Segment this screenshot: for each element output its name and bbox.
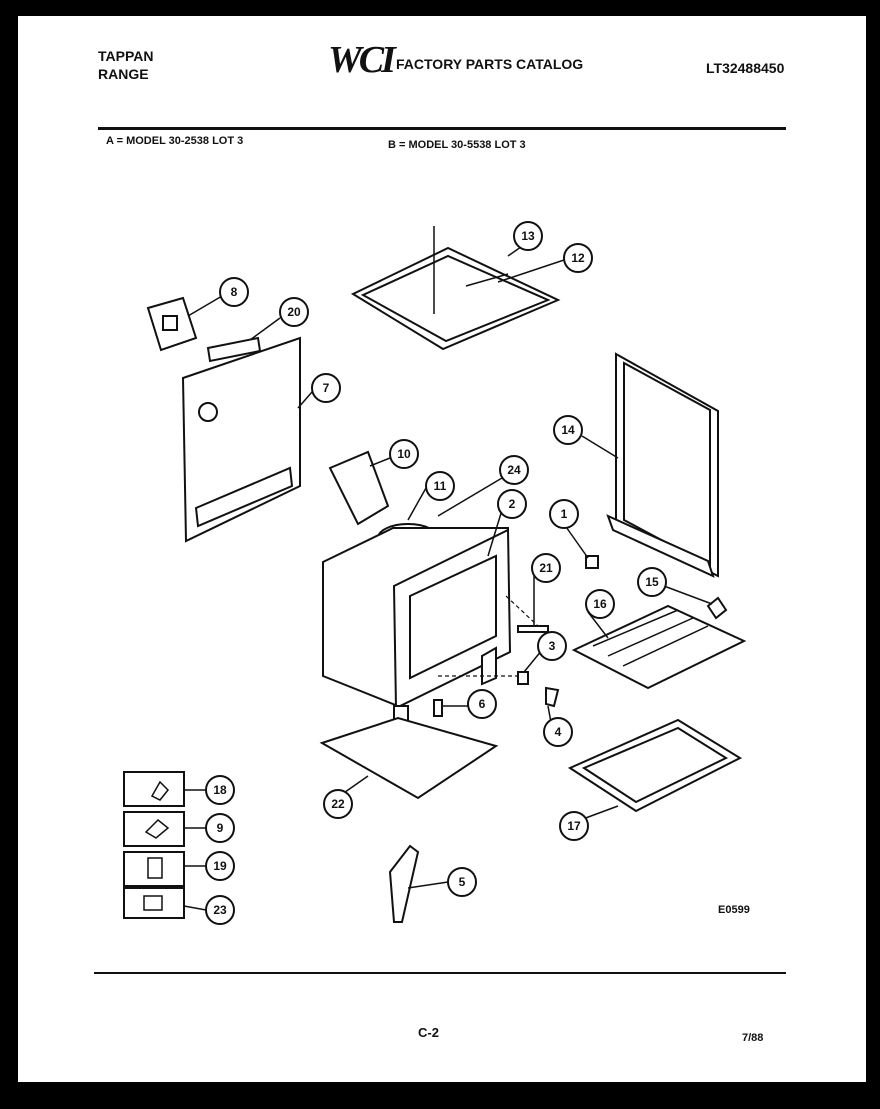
- parts-legend-boxes: [123, 771, 185, 919]
- bottom-panel-part: [319, 716, 499, 800]
- exploded-parts-diagram: 1 2 3 4 5 6 7 8 9 10 11 12 13 14 15 16 1…: [123, 221, 747, 925]
- back-panel-part: [181, 336, 301, 543]
- callout-5: 5: [447, 867, 477, 897]
- svg-text:10: 10: [397, 447, 411, 461]
- svg-text:16: 16: [593, 597, 607, 611]
- hinge-part: [433, 699, 443, 717]
- svg-text:6: 6: [479, 697, 486, 711]
- callout-16: 16: [585, 589, 615, 619]
- callout-3: 3: [537, 631, 567, 661]
- broiler-pan-part: [567, 718, 743, 813]
- header-rule: [98, 127, 786, 130]
- svg-text:7: 7: [323, 381, 330, 395]
- svg-text:2: 2: [509, 497, 516, 511]
- svg-text:15: 15: [645, 575, 659, 589]
- svg-text:14: 14: [561, 423, 575, 437]
- callout-14: 14: [553, 415, 583, 445]
- svg-text:22: 22: [331, 797, 345, 811]
- product-name: RANGE: [98, 66, 149, 82]
- callout-7: 7: [311, 373, 341, 403]
- callout-8: 8: [219, 277, 249, 307]
- oven-rack-part: [571, 604, 747, 690]
- callout-18: 18: [205, 775, 235, 805]
- drawing-code: E0599: [718, 904, 750, 916]
- svg-text:8: 8: [231, 285, 238, 299]
- model-b-label: B = MODEL 30-5538 LOT 3: [388, 139, 526, 151]
- callout-20: 20: [279, 297, 309, 327]
- svg-text:13: 13: [521, 229, 535, 243]
- catalog-page: TAPPAN RANGE WCI FACTORY PARTS CATALOG L…: [18, 16, 866, 1082]
- model-a-label: A = MODEL 30-2538 LOT 3: [106, 135, 244, 147]
- callout-2: 2: [497, 489, 527, 519]
- page-number: C-2: [418, 1025, 439, 1040]
- vent-duct-part: [328, 450, 390, 526]
- footer-rule: [94, 972, 786, 974]
- callout-15: 15: [637, 567, 667, 597]
- leveler-part: [706, 596, 728, 620]
- callout-21: 21: [531, 553, 561, 583]
- svg-text:3: 3: [549, 639, 556, 653]
- callout-6: 6: [467, 689, 497, 719]
- svg-text:20: 20: [287, 305, 301, 319]
- svg-text:24: 24: [507, 463, 521, 477]
- callout-22: 22: [323, 789, 353, 819]
- catalog-title: FACTORY PARTS CATALOG: [396, 56, 584, 72]
- svg-text:17: 17: [567, 819, 581, 833]
- callout-13: 13: [513, 221, 543, 251]
- callout-23: 23: [205, 895, 235, 925]
- knob-part: [585, 555, 599, 569]
- callout-11: 11: [425, 471, 455, 501]
- pin-part: [517, 625, 549, 633]
- clip-part: [545, 686, 560, 708]
- control-box-part: [146, 296, 198, 352]
- svg-text:11: 11: [434, 479, 447, 493]
- callout-4: 4: [543, 717, 573, 747]
- callout-1: 1: [549, 499, 579, 529]
- svg-text:4: 4: [555, 725, 562, 739]
- callout-17: 17: [559, 811, 589, 841]
- svg-text:19: 19: [213, 859, 227, 873]
- spring-part: [517, 671, 529, 685]
- svg-text:23: 23: [213, 903, 227, 917]
- catalog-number: LT32488450: [706, 60, 785, 76]
- svg-text:21: 21: [539, 561, 553, 575]
- wci-logo: WCI: [328, 39, 396, 81]
- svg-text:1: 1: [561, 507, 568, 521]
- callout-19: 19: [205, 851, 235, 881]
- callout-12: 12: [563, 243, 593, 273]
- oven-door-part: [606, 352, 719, 578]
- brand-name: TAPPAN: [98, 48, 154, 64]
- callout-24: 24: [499, 455, 529, 485]
- svg-text:18: 18: [213, 783, 227, 797]
- revision-date: 7/88: [742, 1032, 764, 1044]
- cooktop-part: [350, 226, 561, 351]
- element-clip-part: [388, 844, 420, 923]
- range-body-part: [322, 527, 512, 737]
- svg-text:9: 9: [217, 821, 224, 835]
- callout-9: 9: [205, 813, 235, 843]
- callout-10: 10: [389, 439, 419, 469]
- svg-text:12: 12: [571, 251, 585, 265]
- svg-text:5: 5: [459, 875, 466, 889]
